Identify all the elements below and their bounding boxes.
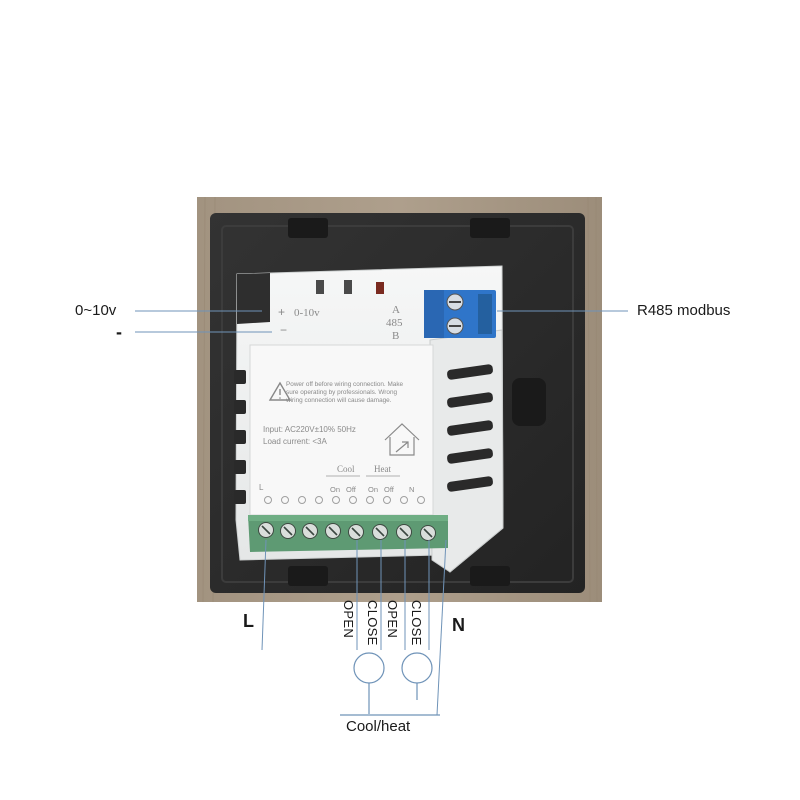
label-wire-close-1: CLOSE xyxy=(365,600,380,646)
label-modbus: R485 modbus xyxy=(637,302,731,319)
faceplate-inner-edge xyxy=(221,225,574,583)
print-warning-line1: Power off before wiring connection. Make xyxy=(286,381,404,388)
print-warning-line3: wiring connection will cause damage. xyxy=(285,397,392,404)
print-input-spec: Input: AC220V±10% 50Hz xyxy=(263,425,356,434)
label-live: L xyxy=(243,611,254,631)
rs485-terminal-block xyxy=(424,290,496,338)
print-plus: + xyxy=(278,305,285,319)
print-heat-header: Heat xyxy=(374,464,391,474)
label-neutral: N xyxy=(452,615,465,635)
label-wire-open-1: OPEN xyxy=(341,600,356,639)
module-vents-left xyxy=(234,370,246,504)
print-rs485-mid: 485 xyxy=(386,317,403,329)
house-arrow-icon xyxy=(384,423,420,456)
module-vents-right xyxy=(447,364,493,492)
print-cool-header: Cool xyxy=(337,464,355,474)
actuator-circuit xyxy=(340,652,440,716)
print-term-cool-on: On xyxy=(330,485,340,494)
print-term-heat-off: Off xyxy=(384,485,395,494)
module-print: + 0-10v − A 485 B Power off before wirin… xyxy=(259,304,420,494)
print-minus: − xyxy=(280,323,287,337)
heat-actuator-coil xyxy=(401,652,433,684)
faceplate-mount-clips xyxy=(288,218,546,586)
label-analog-ground: - xyxy=(116,322,122,342)
print-term-cool-off: Off xyxy=(346,485,357,494)
print-load-spec: Load current: <3A xyxy=(263,437,327,446)
leader-lines xyxy=(135,310,628,716)
label-wire-open-2: OPEN xyxy=(385,600,400,639)
print-rs485-b: B xyxy=(392,330,399,342)
main-terminal-block xyxy=(248,515,448,552)
leader-neutral xyxy=(436,539,447,716)
cool-actuator-coil xyxy=(353,652,385,684)
label-analog-signal: 0~10v xyxy=(75,302,117,319)
label-load-group: Cool/heat xyxy=(346,718,411,735)
label-wire-close-2: CLOSE xyxy=(409,600,424,646)
module-label-panel xyxy=(249,344,434,516)
print-range: 0-10v xyxy=(294,307,320,319)
terminal-markers xyxy=(264,496,425,504)
print-warning-line2: sure operating by professionals. Wrong xyxy=(286,389,398,396)
print-term-neutral: N xyxy=(409,485,414,494)
print-rs485-a: A xyxy=(392,304,400,316)
print-term-heat-on: On xyxy=(368,485,378,494)
warning-triangle-icon xyxy=(268,381,292,401)
leader-live xyxy=(261,539,267,651)
print-term-live: L xyxy=(259,483,264,492)
